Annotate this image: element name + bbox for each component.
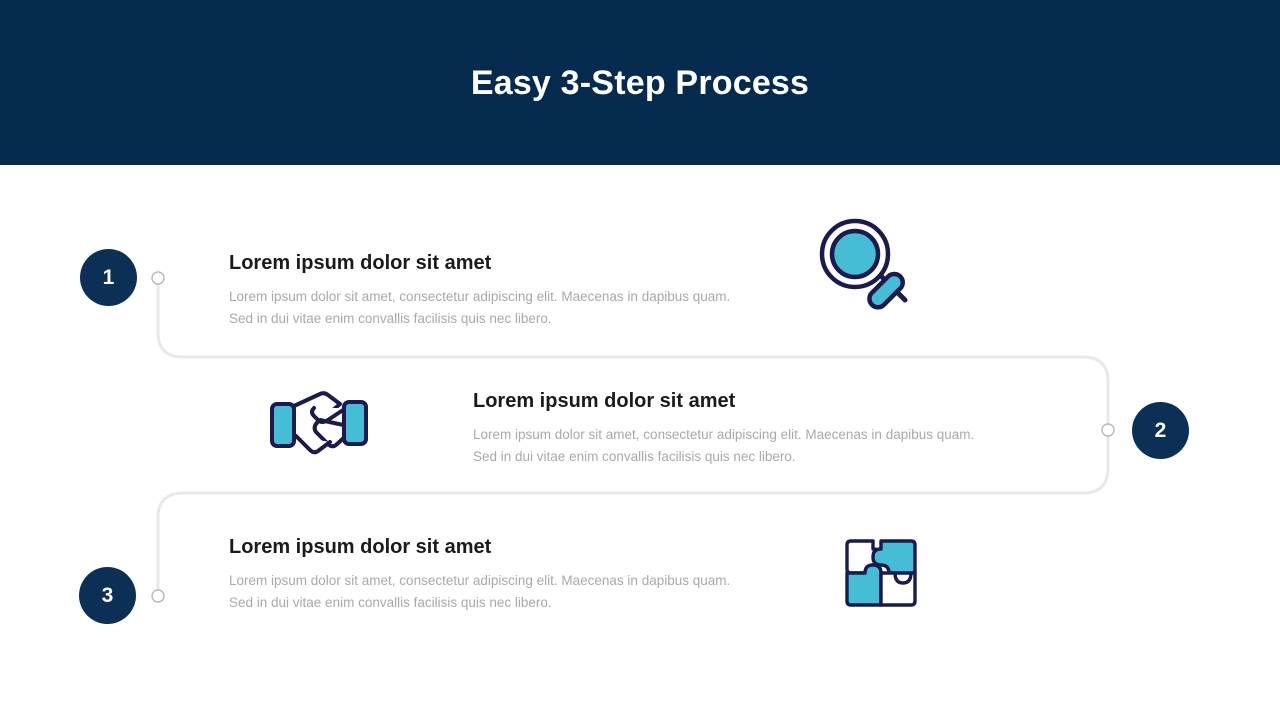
- step-body-3-line1: Lorem ipsum dolor sit amet, consectetur …: [229, 573, 731, 588]
- step-body-3-line2: Sed in dui vitae enim convallis facilisi…: [229, 595, 552, 611]
- step-body-1: Lorem ipsum dolor sit amet, consectetur …: [229, 286, 829, 331]
- node-marker-3: [151, 589, 165, 603]
- node-marker-1: [151, 271, 165, 285]
- step-body-3: Lorem ipsum dolor sit amet, consectetur …: [229, 570, 829, 615]
- step-number-2: 2: [1154, 419, 1167, 442]
- handshake-icon: [268, 390, 373, 458]
- step-body-2: Lorem ipsum dolor sit amet, consectetur …: [473, 424, 1073, 469]
- step-body-2-line2: Sed in dui vitae enim convallis facilisi…: [473, 449, 796, 465]
- header-banner: Easy 3-Step Process: [0, 0, 1280, 165]
- step-title-2: Lorem ipsum dolor sit amet: [473, 390, 736, 412]
- step-title-1: Lorem ipsum dolor sit amet: [229, 252, 492, 274]
- step-circle-1[interactable]: 1: [80, 249, 137, 306]
- step-body-1-line2: Sed in dui vitae enim convallis facilisi…: [229, 311, 552, 327]
- step-title-3: Lorem ipsum dolor sit amet: [229, 536, 492, 558]
- step-number-1: 1: [102, 266, 115, 289]
- step-circle-3[interactable]: 3: [79, 567, 136, 624]
- puzzle-icon: [843, 537, 919, 609]
- step-body-2-line1: Lorem ipsum dolor sit amet, consectetur …: [473, 427, 975, 442]
- page-title: Easy 3-Step Process: [470, 63, 810, 102]
- step-text-block-3: Lorem ipsum dolor sit amet Lorem ipsum d…: [229, 534, 829, 615]
- magnifier-icon: [810, 212, 920, 312]
- step-circle-2[interactable]: 2: [1132, 402, 1189, 459]
- step-text-block-2: Lorem ipsum dolor sit amet Lorem ipsum d…: [473, 388, 1073, 469]
- step-text-block-1: Lorem ipsum dolor sit amet Lorem ipsum d…: [229, 250, 829, 331]
- step-number-3: 3: [101, 584, 114, 607]
- step-body-1-line1: Lorem ipsum dolor sit amet, consectetur …: [229, 289, 731, 304]
- node-marker-2: [1101, 423, 1115, 437]
